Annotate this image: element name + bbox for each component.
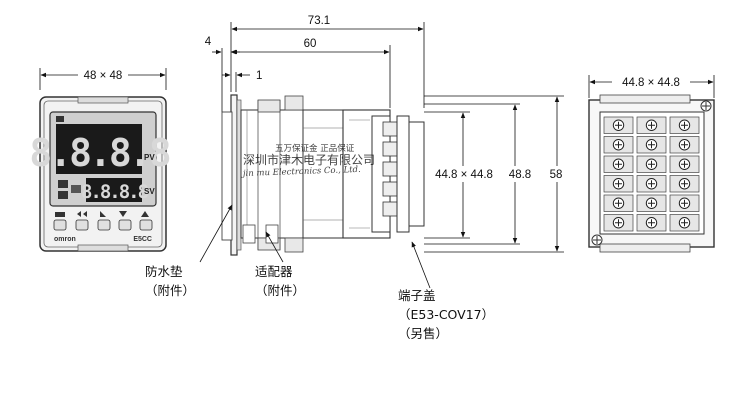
terminal-screw: [603, 175, 634, 193]
pf-button: [97, 219, 111, 231]
watermark-line1: 五万保证金 正品保证: [275, 143, 355, 154]
terminal-screw: [603, 214, 634, 232]
terminal-screw: [669, 116, 700, 134]
terminal-screw: [603, 116, 634, 134]
pv-label: PV: [144, 153, 155, 162]
mounting-screw-icon: [700, 100, 712, 112]
down-button: [118, 219, 132, 231]
rear-width-label: 44.8 × 44.8: [622, 77, 680, 89]
pf-key-icon: [100, 211, 106, 217]
adapter-label: 适配器: [255, 264, 293, 279]
key-row: [55, 211, 149, 217]
adapter-note: （附件）: [255, 283, 305, 298]
dim-60: 60: [304, 38, 317, 50]
pv-digits: 8.8.8.8: [29, 131, 169, 175]
terminal-screw: [603, 194, 634, 212]
terminal-screw: [669, 155, 700, 173]
pv-display: [56, 124, 142, 174]
gasket-note: （附件）: [145, 283, 195, 298]
watermark-line3: jin mu Electronics Co., Ltd.: [241, 165, 361, 179]
dim-1: 1: [256, 70, 262, 82]
terminal-grid: [603, 116, 700, 232]
terminal-teeth: [382, 121, 398, 217]
level-key-icon: [55, 212, 65, 217]
watermark: 五万保证金 正品保证 深圳市津木电子有限公司 jin mu Electronic…: [241, 143, 375, 179]
side-view: 73.1 60 4 1: [205, 15, 567, 256]
level-button: [53, 219, 67, 231]
terminal-screw: [636, 175, 667, 193]
terminal-screw: [636, 155, 667, 173]
terminal-screw: [669, 194, 700, 212]
terminal-screw: [636, 116, 667, 134]
dim-4: 4: [205, 36, 212, 48]
status-indicator: [58, 180, 68, 188]
up-button: [139, 219, 153, 231]
front-buttons: [53, 219, 153, 231]
terminal-screw: [636, 194, 667, 212]
terminal-screw: [636, 214, 667, 232]
model-label: E5CC: [133, 236, 152, 243]
status-indicator: [71, 185, 81, 193]
mounting-screw-icon: [591, 234, 603, 246]
terminal-cover-model: （E53-COV17）: [398, 307, 494, 322]
controller-case: [302, 109, 344, 239]
front-view: 48 × 48 8.8.8.8 PV 8.8.8.8 SV: [29, 68, 173, 252]
gasket-label: 防水垫: [145, 264, 183, 279]
adapter-rim: [221, 111, 233, 241]
mode-key-icon: [77, 211, 87, 217]
front-width-label: 48 × 48: [84, 70, 123, 82]
callouts: 防水垫 （附件） 适配器 （附件） 端子盖 （E53-COV17） （另售）: [145, 204, 494, 341]
terminal-screw: [669, 214, 700, 232]
terminal-cover-note: （另售）: [398, 326, 448, 341]
rear-view: 44.8 × 44.8: [588, 75, 715, 253]
terminal-screw: [636, 136, 667, 154]
dim-48-8: 48.8: [509, 169, 531, 181]
sv-digits: 8.8.8.8: [81, 181, 149, 203]
mode-button: [75, 219, 89, 231]
dim-58: 58: [550, 169, 563, 181]
terminal-screw: [669, 175, 700, 193]
status-indicator: [58, 191, 68, 199]
terminal-screw: [603, 155, 634, 173]
sv-label: SV: [144, 187, 155, 196]
watermark-line2: 深圳市津木电子有限公司: [243, 152, 375, 167]
down-key-icon: [119, 211, 127, 217]
terminal-screw: [603, 136, 634, 154]
dim-44-8-x-44-8: 44.8 × 44.8: [435, 169, 493, 181]
terminal-cover-label: 端子盖: [398, 288, 436, 303]
brand-label: omron: [54, 236, 76, 243]
sv-display: [86, 178, 142, 202]
up-key-icon: [141, 211, 149, 217]
dim-73-1: 73.1: [308, 15, 330, 27]
terminal-screw: [669, 136, 700, 154]
